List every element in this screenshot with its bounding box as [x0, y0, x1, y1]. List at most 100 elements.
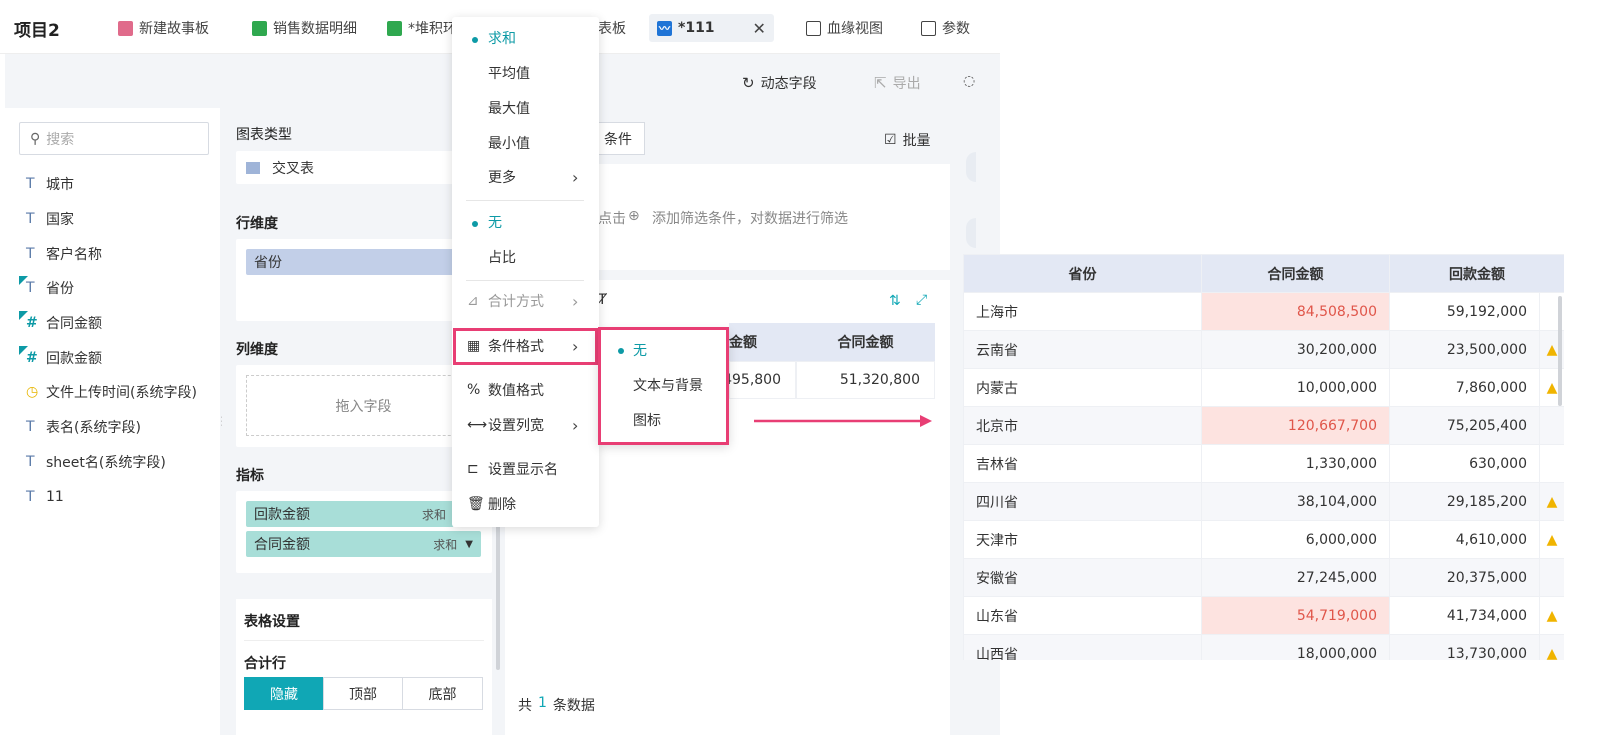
menu-item-max[interactable]: 最大值: [488, 101, 530, 117]
export-icon: ⇱: [874, 74, 887, 92]
dynamic-field-button[interactable]: ↻动态字段: [742, 74, 817, 92]
caret-down-icon[interactable]: ▼: [465, 538, 473, 550]
refresh-icon: ↻: [742, 74, 755, 92]
col-dimension-dropzone[interactable]: [236, 365, 492, 447]
tab-dashboard[interactable]: 表板: [598, 21, 626, 37]
total-row-hide[interactable]: 隐藏: [244, 677, 324, 710]
chevron-right-icon: ›: [572, 292, 579, 311]
tab-sales-detail[interactable]: 销售数据明细: [252, 14, 366, 42]
submenu-item-icon[interactable]: 图标: [633, 413, 661, 429]
scrollbar[interactable]: [1558, 296, 1562, 406]
menu-item-delete[interactable]: 删除: [488, 497, 516, 513]
province-cell: 山东省: [963, 596, 1202, 635]
payment-amount-cell: 20,375,000: [1389, 558, 1540, 597]
contract-amount-cell: 10,000,000: [1201, 368, 1390, 407]
menu-item-number-format[interactable]: 数值格式: [488, 383, 544, 399]
menu-item-conditional-format[interactable]: 条件格式: [488, 339, 544, 355]
filter-hint-click: 点击: [598, 211, 626, 227]
total-row-top[interactable]: 顶部: [323, 677, 403, 710]
menu-item-ratio[interactable]: 占比: [488, 250, 516, 266]
menu-item-avg[interactable]: 平均值: [488, 66, 530, 82]
lineage-view-button[interactable]: 血缘视图: [806, 14, 883, 42]
chevron-right-icon: ›: [572, 337, 579, 356]
row-dimension-chip[interactable]: 省份: [246, 249, 456, 275]
menu-item-more[interactable]: 更多: [488, 170, 516, 186]
menu-item-column-width[interactable]: 设置列宽: [488, 418, 544, 434]
chevron-right-icon: ›: [572, 168, 579, 187]
table-header[interactable]: 省份: [963, 254, 1202, 293]
title-edit-icon[interactable]: Ⱦ: [598, 292, 607, 308]
add-filter-icon[interactable]: ⊕: [628, 208, 640, 224]
menu-item-sum[interactable]: 求和: [488, 31, 516, 47]
divider: [244, 640, 484, 641]
submenu-item-none[interactable]: 无: [633, 343, 647, 359]
menu-item-total-method[interactable]: 合计方式: [488, 294, 544, 310]
column-width-icon: ⟷: [467, 417, 488, 433]
warning-triangle-icon: ▲: [1539, 520, 1564, 559]
close-icon[interactable]: ✕: [752, 18, 766, 38]
total-row-label: 合计行: [244, 656, 286, 672]
divider: [466, 200, 584, 201]
metric-chip[interactable]: 回款金额求和: [246, 501, 454, 527]
menu-item-min[interactable]: 最小值: [488, 136, 530, 152]
province-cell: 安徽省: [963, 558, 1202, 597]
side-tab[interactable]: [966, 152, 976, 182]
tab-111[interactable]: 〰*111✕: [649, 14, 774, 42]
contract-amount-cell: 54,719,000: [1201, 596, 1390, 635]
metric-chip[interactable]: 合同金额求和▼: [246, 531, 481, 557]
clock-icon: ◷: [26, 384, 39, 400]
params-button[interactable]: 参数: [921, 14, 973, 42]
field-item[interactable]: ◷文件上传时间(系统字段): [26, 384, 197, 401]
table-header[interactable]: 合同金额: [1201, 254, 1390, 293]
line-chart-icon: 〰: [657, 20, 672, 36]
province-cell: 吉林省: [963, 444, 1202, 483]
field-item[interactable]: #回款金额: [19, 346, 102, 369]
filter-hint: 添加筛选条件，对数据进行筛选: [652, 211, 848, 227]
field-panel: [5, 108, 220, 735]
project-title: 项目2: [14, 21, 60, 41]
more-toolbar-icon[interactable]: ◌: [963, 73, 976, 89]
payment-amount-cell: 4,610,000: [1389, 520, 1540, 559]
field-search-input[interactable]: ⚲搜索: [19, 122, 209, 155]
total-row-bottom[interactable]: 底部: [402, 677, 483, 710]
empty-icon-cell: [1539, 444, 1564, 483]
field-item[interactable]: #合同金额: [19, 311, 102, 334]
payment-amount-cell: 630,000: [1389, 444, 1540, 483]
province-cell: 北京市: [963, 406, 1202, 445]
edit-icon: ☑: [884, 132, 897, 148]
chart-type-label: 图表类型: [236, 127, 292, 143]
side-tab[interactable]: [966, 218, 976, 248]
tab-stacked-ring[interactable]: *堆积环: [387, 14, 457, 42]
highlight-box: [598, 327, 729, 445]
export-button[interactable]: ⇱导出: [874, 74, 921, 92]
chart-type-select[interactable]: 交叉表: [236, 151, 456, 184]
batch-button[interactable]: ☑批量: [884, 132, 931, 149]
menu-item-none[interactable]: 无: [488, 215, 502, 231]
contract-amount-cell: 1,330,000: [1201, 444, 1390, 483]
menu-item-display-name[interactable]: 设置显示名: [488, 462, 558, 478]
text-type-icon: T: [26, 454, 35, 470]
contract-amount-cell: 18,000,000: [1201, 634, 1390, 660]
warning-triangle-icon: ▲: [1539, 596, 1564, 635]
params-icon: [921, 20, 936, 36]
fullscreen-icon[interactable]: ⤢: [916, 292, 928, 308]
tab-storyboard[interactable]: 新建故事板: [118, 14, 209, 42]
province-cell: 山西省: [963, 634, 1202, 660]
province-cell: 内蒙古: [963, 368, 1202, 407]
table-header[interactable]: 回款金额: [1389, 254, 1564, 293]
text-type-icon: T: [26, 489, 35, 505]
drag-field-hint: 拖入字段: [246, 375, 481, 436]
row-dimension-label: 行维度: [236, 216, 278, 232]
swap-icon[interactable]: ⇅: [889, 293, 901, 309]
submenu-item-text-bg[interactable]: 文本与背景: [633, 378, 703, 394]
